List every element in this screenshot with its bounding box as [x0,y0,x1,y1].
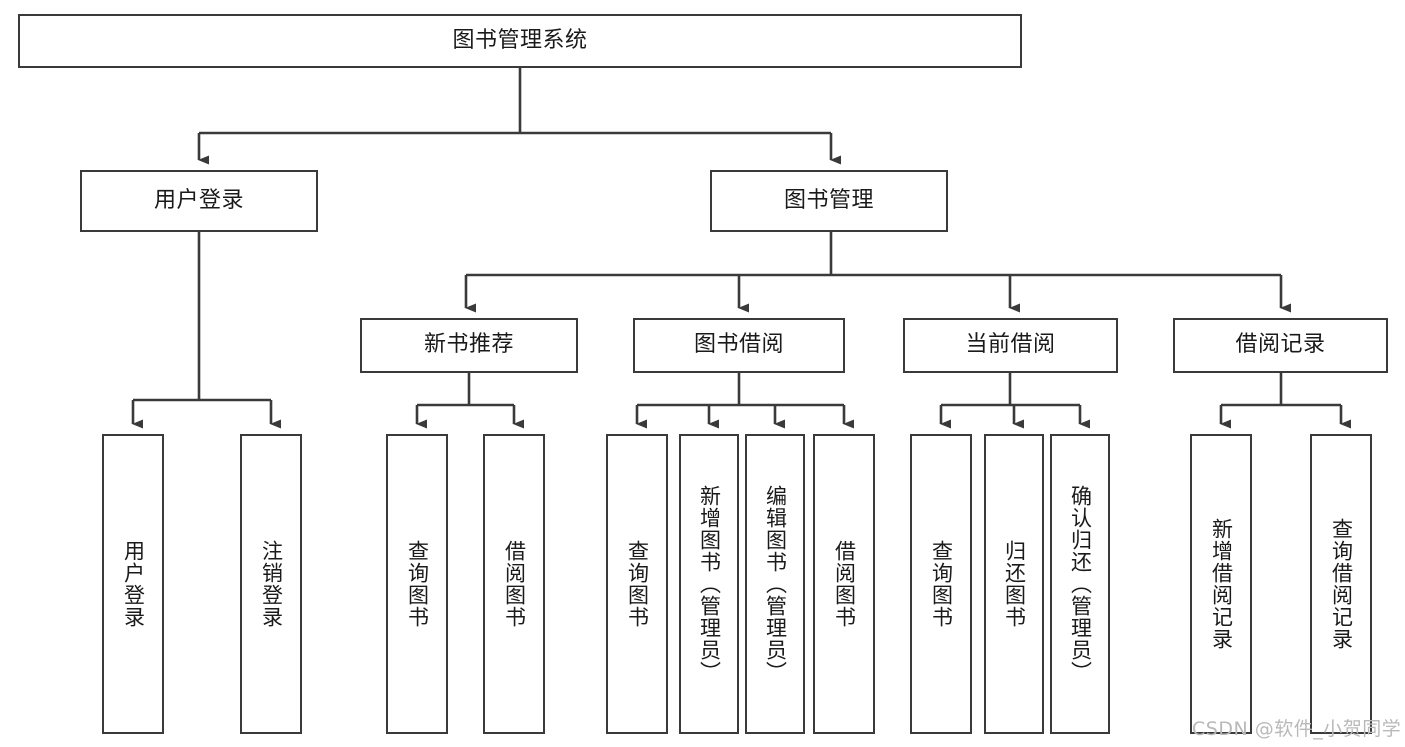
leaf-query-book-2[interactable]: 查询图书 [606,434,668,734]
leaf-query-book-1[interactable]: 查询图书 [386,434,448,734]
node-book-borrow[interactable]: 图书借阅 [633,318,845,373]
leaf-add-borrow-record[interactable]: 新增借阅记录 [1190,434,1252,734]
leaf-edit-book-admin[interactable]: 编辑图书（管理员） [745,434,805,734]
leaf-query-book-3[interactable]: 查询图书 [910,434,972,734]
leaf-add-book-admin[interactable]: 新增图书（管理员） [679,434,739,734]
leaf-user-login[interactable]: 用户登录 [102,434,164,734]
node-book-manage[interactable]: 图书管理 [710,170,948,232]
node-new-book-recommend[interactable]: 新书推荐 [360,318,578,373]
leaf-confirm-return-admin[interactable]: 确认归还（管理员） [1050,434,1110,734]
leaf-return-book[interactable]: 归还图书 [984,434,1044,734]
leaf-query-borrow-record[interactable]: 查询借阅记录 [1310,434,1372,734]
node-user-login[interactable]: 用户登录 [80,170,318,232]
node-current-borrow[interactable]: 当前借阅 [903,318,1118,373]
node-root[interactable]: 图书管理系统 [18,14,1022,68]
leaf-borrow-book-2[interactable]: 借阅图书 [813,434,875,734]
node-borrow-record[interactable]: 借阅记录 [1173,318,1388,373]
leaf-borrow-book-1[interactable]: 借阅图书 [483,434,545,734]
leaf-user-logout[interactable]: 注销登录 [240,434,302,734]
